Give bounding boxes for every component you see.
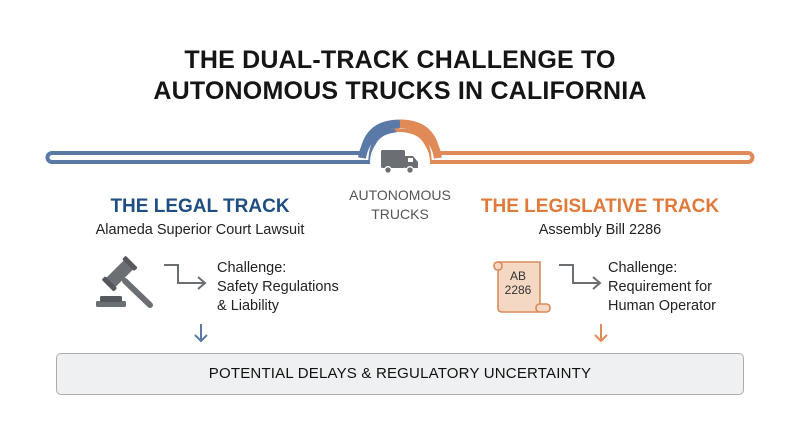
diagram-title-line2: AUTONOMOUS TRUCKS IN CALIFORNIA — [153, 77, 647, 105]
truck-icon — [381, 150, 418, 174]
legislative-challenge-text: Challenge: Requirement for Human Operato… — [608, 259, 768, 316]
outcome-banner: POTENTIAL DELAYS & REGULATORY UNCERTAINT… — [56, 353, 744, 395]
legislative-track-subtitle: Assembly Bill 2286 — [538, 222, 662, 238]
center-label: AUTONOMOUS TRUCKS — [330, 186, 470, 224]
center-label-line1: AUTONOMOUS — [349, 187, 451, 203]
legal-track-subtitle: Alameda Superior Court Lawsuit — [95, 222, 305, 238]
legal-track-line — [45, 119, 407, 164]
legal-challenge-line3: & Liability — [217, 298, 280, 314]
legal-challenge-line2: Safety Regulations — [217, 279, 339, 295]
center-label-line2: TRUCKS — [371, 206, 429, 222]
legal-down-arrow-icon — [194, 324, 208, 343]
legislative-down-arrow-icon — [594, 324, 608, 343]
legislative-challenge-line3: Human Operator — [608, 298, 716, 314]
scroll-text-line2: 2286 — [505, 283, 532, 297]
gavel-icon — [96, 256, 153, 308]
legislative-elbow-arrow-icon — [559, 264, 602, 290]
legal-challenge-line1: Challenge: — [217, 260, 287, 276]
legislative-track-title: THE LEGISLATIVE TRACK — [480, 196, 720, 217]
scroll-icon: AB 2286 — [493, 261, 551, 313]
legislative-track-line — [393, 119, 755, 164]
legal-challenge-text: Challenge: Safety Regulations & Liabilit… — [217, 259, 377, 316]
legal-track-title: THE LEGAL TRACK — [110, 196, 290, 217]
scroll-text-line1: AB — [510, 269, 526, 283]
legal-elbow-arrow-icon — [164, 264, 207, 290]
legislative-challenge-line1: Challenge: — [608, 260, 678, 276]
legislative-challenge-line2: Requirement for — [608, 279, 712, 295]
diagram-title-line1: THE DUAL-TRACK CHALLENGE TO — [184, 46, 616, 74]
